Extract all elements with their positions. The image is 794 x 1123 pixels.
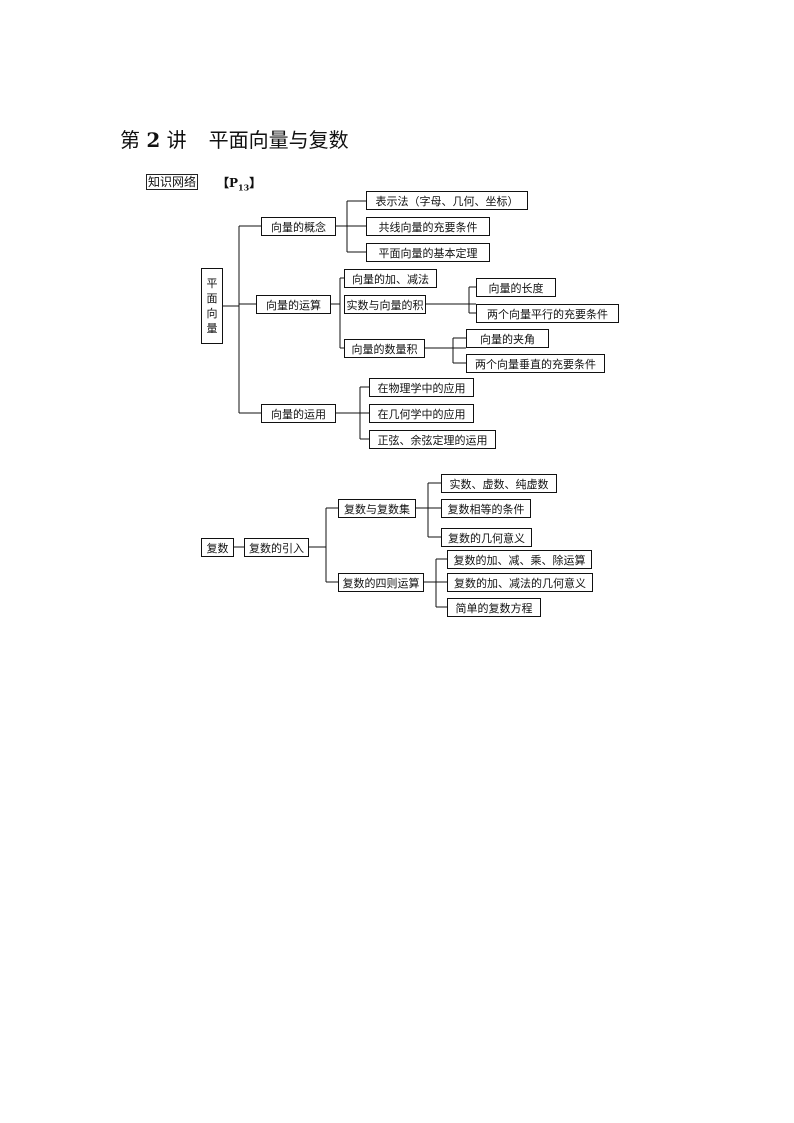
scalar-item-parallel: 两个向量平行的充要条件 (476, 304, 619, 323)
operation-scalar-box: 实数与向量的积 (344, 295, 426, 314)
ops-item-equation: 简单的复数方程 (447, 598, 541, 617)
ops-item-arithmetic: 复数的加、减、乘、除运算 (447, 550, 592, 569)
title-suffix: 讲 (166, 128, 187, 152)
vector-application-box: 向量的运用 (261, 404, 336, 423)
title-number: 2 (146, 128, 161, 152)
application-item-sine-cosine: 正弦、余弦定理的运用 (369, 430, 496, 449)
complex-ops-box: 复数的四则运算 (338, 573, 424, 592)
complex-set-box: 复数与复数集 (338, 499, 416, 518)
set-item-types: 实数、虚数、纯虚数 (441, 474, 557, 493)
concept-item-basic-theorem: 平面向量的基本定理 (366, 243, 490, 262)
page-reference: 【P13】 (217, 176, 262, 193)
vector-concept-box: 向量的概念 (261, 217, 336, 236)
set-item-equality: 复数相等的条件 (441, 499, 531, 518)
scalar-item-length: 向量的长度 (476, 278, 556, 297)
page-title: 第 2 讲平面向量与复数 (120, 124, 349, 153)
vector-root-box: 平 面 向 量 (201, 268, 223, 344)
complex-intro-box: 复数的引入 (244, 538, 309, 557)
concept-item-representation: 表示法（字母、几何、坐标） (366, 191, 528, 210)
dot-item-angle: 向量的夹角 (466, 329, 549, 348)
vector-operation-box: 向量的运算 (256, 295, 331, 314)
title-main: 平面向量与复数 (208, 128, 349, 152)
concept-item-collinear: 共线向量的充要条件 (366, 217, 490, 236)
operation-dot-box: 向量的数量积 (344, 339, 425, 358)
ops-item-geometric: 复数的加、减法的几何意义 (447, 573, 593, 592)
dot-item-perpendicular: 两个向量垂直的充要条件 (466, 354, 605, 373)
complex-root-box: 复数 (201, 538, 234, 557)
operation-add-box: 向量的加、减法 (344, 269, 437, 288)
section-label: 知识网络 (146, 174, 199, 190)
application-item-physics: 在物理学中的应用 (369, 378, 474, 397)
application-item-geometry: 在几何学中的应用 (369, 404, 474, 423)
set-item-geometric: 复数的几何意义 (441, 528, 532, 547)
title-prefix: 第 (120, 128, 140, 152)
